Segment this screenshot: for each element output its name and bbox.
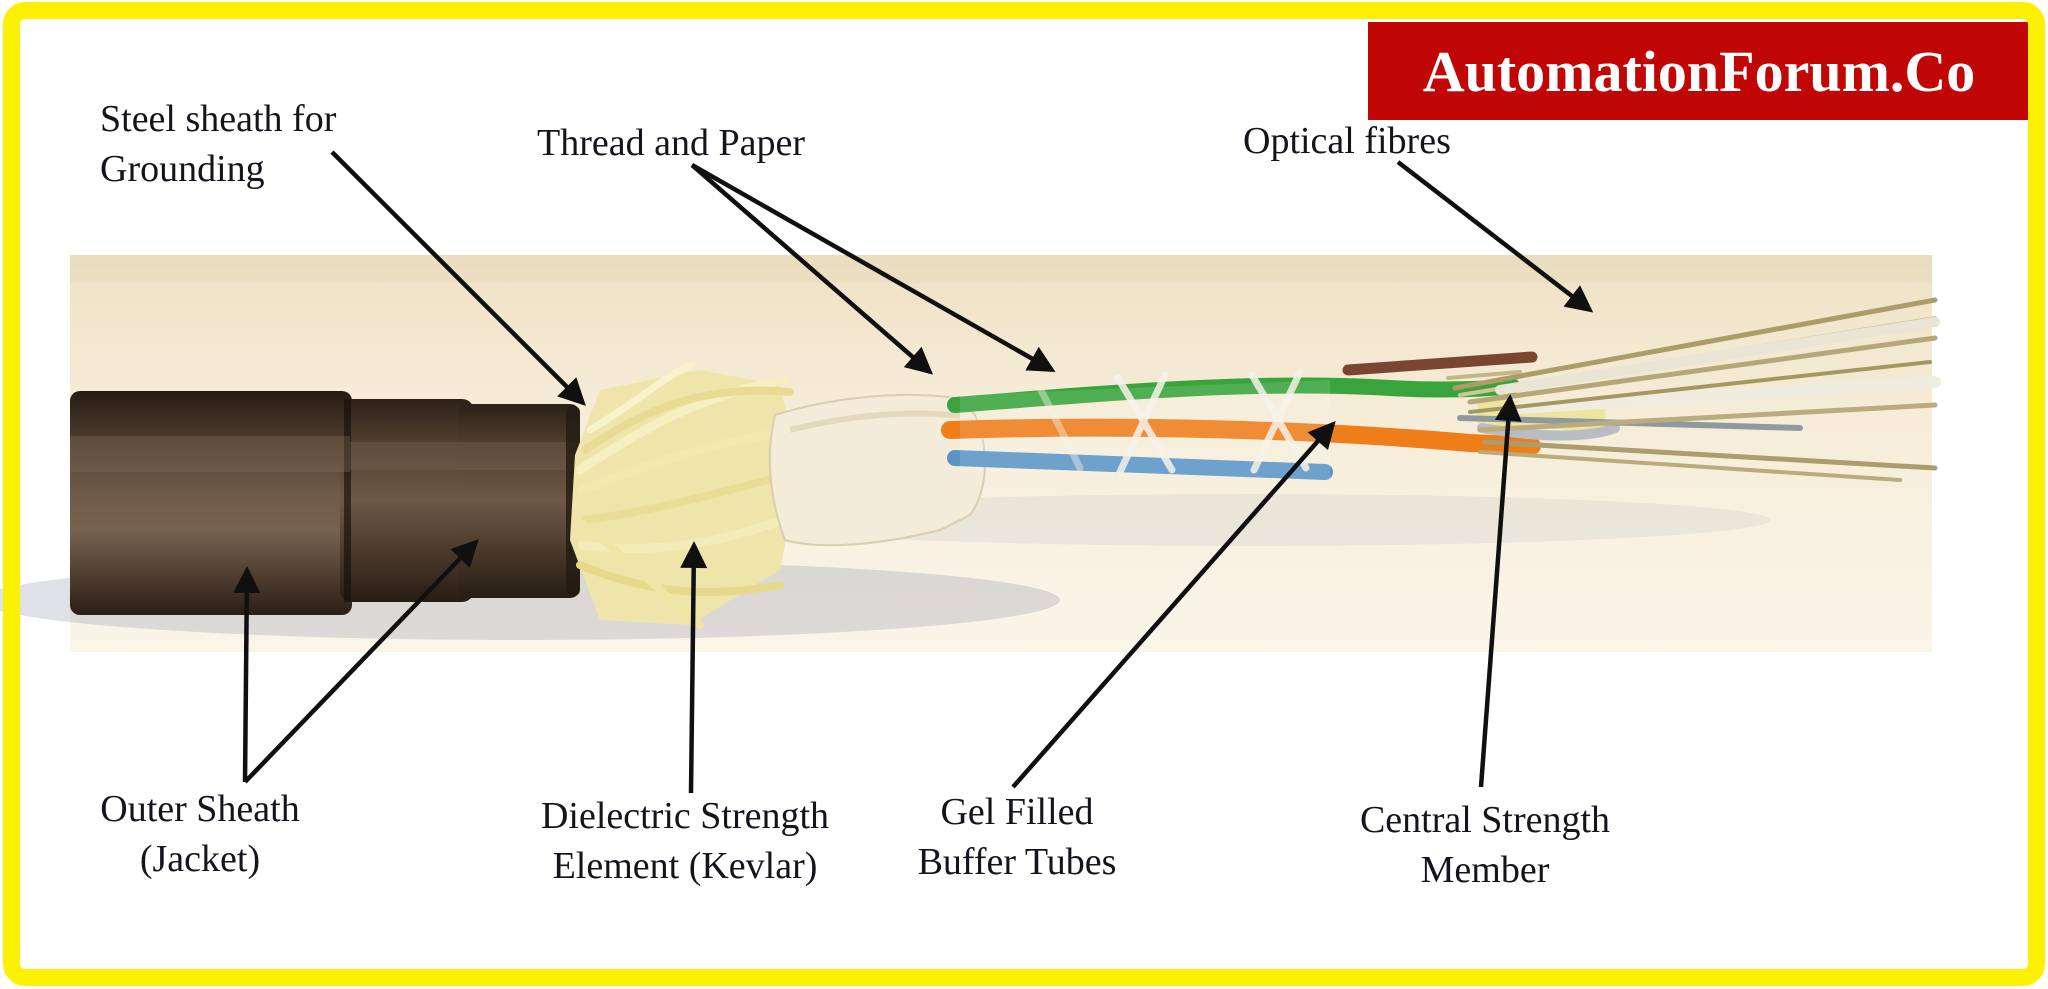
label-optical-fibres: Optical fibres (1243, 120, 1451, 162)
label-outer-sheath: Outer Sheath (Jacket) (100, 788, 300, 880)
paper-wrap (768, 393, 987, 547)
annotation-arrows (233, 150, 1594, 794)
label-central-strength: Central Strength Member (1359, 799, 1611, 891)
outer-jacket (70, 391, 580, 615)
buffer-tubes (941, 351, 1541, 480)
arrow-dielectric (680, 540, 708, 794)
kevlar-fibres (570, 361, 809, 629)
optical-fibre-strands (1446, 297, 1941, 482)
arrow-steel-sheath (330, 150, 586, 406)
label-dielectric: Dielectric Strength Element (Kevlar) (540, 795, 830, 887)
arrow-thread-paper-1 (690, 163, 934, 375)
label-gel-filled: Gel Filled Buffer Tubes (917, 791, 1117, 883)
label-steel-sheath: Steel sheath for Grounding (100, 94, 336, 194)
label-thread-paper: Thread and Paper (537, 122, 805, 164)
watermark-text: AutomationForum.Co (1422, 38, 1976, 104)
label-steel-sheath-line1: Steel sheath for (100, 98, 337, 140)
arrow-gel-filled (1011, 420, 1336, 789)
arrow-optical-fibres (1396, 160, 1594, 313)
arrow-outer-sheath-2 (243, 539, 479, 784)
label-steel-sheath-line2: Grounding (100, 148, 265, 190)
arrow-central-strength (1478, 393, 1522, 788)
arrow-outer-sheath-1 (233, 565, 261, 783)
arrow-thread-paper-2 (690, 163, 1056, 373)
watermark-banner: AutomationForum.Co (1368, 22, 2030, 120)
binding-threads (1036, 368, 1310, 476)
